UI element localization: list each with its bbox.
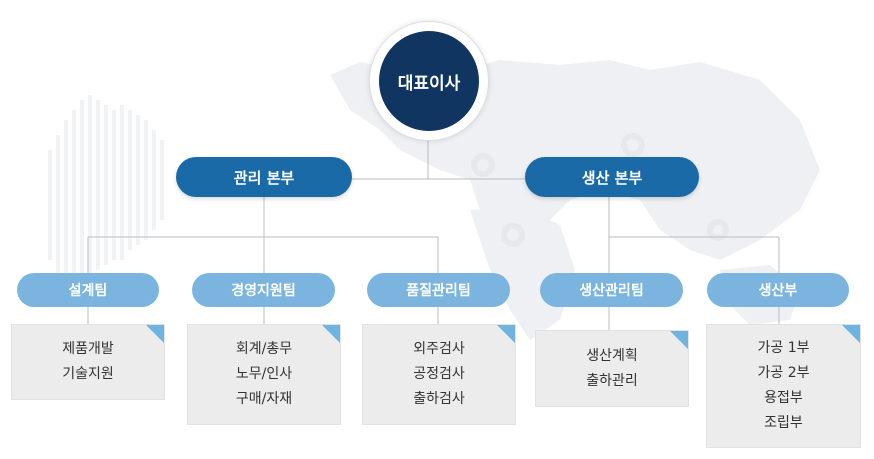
management-support-duties-box: 회계/총무 노무/인사 구매/자재 xyxy=(187,324,341,425)
duty-item: 노무/인사 xyxy=(235,366,293,382)
team-quality-control-label: 품질관리팀 xyxy=(406,283,471,299)
corner-triangle-icon xyxy=(146,325,164,343)
corner-triangle-icon xyxy=(322,325,340,343)
duty-item: 가공 2부 xyxy=(757,365,810,381)
duty-item: 출하관리 xyxy=(586,372,638,389)
duty-item: 회계/총무 xyxy=(235,341,293,357)
division-admin-label: 관리 본부 xyxy=(233,168,295,187)
team-production-dept-label: 생산부 xyxy=(758,283,798,299)
duty-item: 구매/자재 xyxy=(235,391,293,407)
team-management-support-label: 경영지원팀 xyxy=(231,283,296,299)
duty-item: 용접부 xyxy=(764,390,803,406)
duty-item: 생산계획 xyxy=(586,347,638,364)
ceo-node: 대표이사 xyxy=(369,21,489,141)
ceo-label: 대표이사 xyxy=(379,31,479,131)
duty-item: 출하검사 xyxy=(413,391,465,407)
team-production-management-node: 생산관리팀 xyxy=(540,273,683,307)
duty-item: 가공 1부 xyxy=(757,340,810,356)
quality-control-duties-box: 외주검사 공정검사 출하검사 xyxy=(362,324,516,425)
team-quality-control-node: 품질관리팀 xyxy=(367,273,510,307)
duty-item: 공정검사 xyxy=(413,366,465,382)
team-production-management-label: 생산관리팀 xyxy=(579,283,644,299)
division-production-label: 생산 본부 xyxy=(581,168,643,187)
corner-triangle-icon xyxy=(842,325,860,343)
division-production-node: 생산 본부 xyxy=(525,157,699,197)
team-production-dept-node: 생산부 xyxy=(707,273,849,307)
duty-item: 외주검사 xyxy=(413,341,465,357)
duty-item: 제품개발 xyxy=(62,341,114,357)
production-management-duties-box: 생산계획 출하관리 xyxy=(535,330,689,407)
corner-triangle-icon xyxy=(670,331,688,349)
team-management-support-node: 경영지원팀 xyxy=(192,273,335,307)
team-design-node: 설계팀 xyxy=(17,273,159,307)
production-dept-duties-box: 가공 1부 가공 2부 용접부 조립부 xyxy=(706,324,861,448)
division-admin-node: 관리 본부 xyxy=(176,157,352,197)
duty-item: 조립부 xyxy=(764,415,803,431)
duty-item: 기술지원 xyxy=(62,366,114,382)
corner-triangle-icon xyxy=(497,325,515,343)
team-design-label: 설계팀 xyxy=(68,283,108,299)
design-duties-box: 제품개발 기술지원 xyxy=(11,324,165,400)
